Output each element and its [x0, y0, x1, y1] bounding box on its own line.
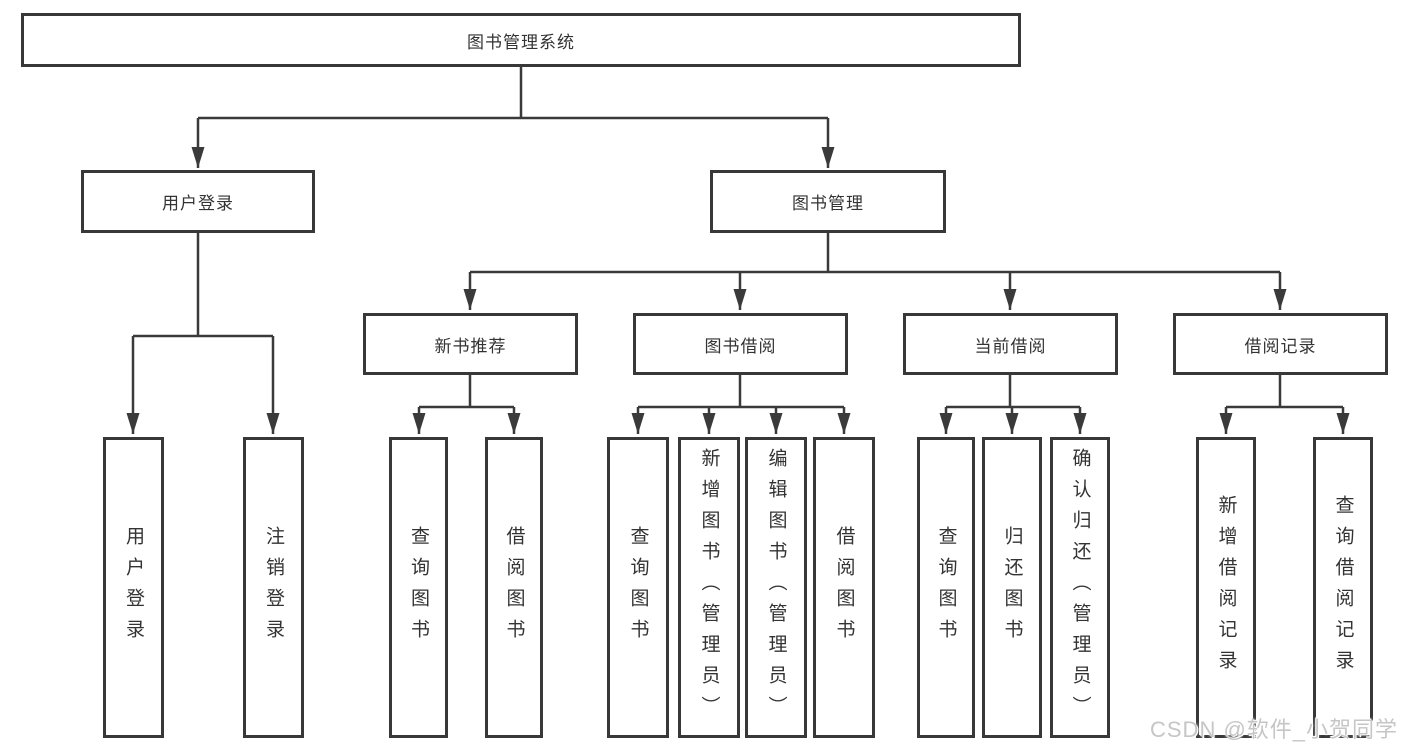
node-new-book-recommend: 新书推荐	[363, 313, 578, 375]
leaf-user-login-label: 用户登录	[123, 525, 144, 650]
node-root-label: 图书管理系统	[467, 32, 575, 52]
leaf-edit-books-admin-label: 编辑图书（管理员）	[765, 448, 787, 727]
leaf-confirm-return-admin-label: 确认归还（管理员）	[1069, 448, 1091, 727]
node-user-login-label: 用户登录	[162, 194, 234, 213]
leaf-return-books: 归还图书	[982, 437, 1042, 738]
node-borrow-records-label: 借阅记录	[1244, 336, 1317, 356]
node-book-borrow-label: 图书借阅	[704, 336, 777, 356]
leaf-user-login: 用户登录	[103, 437, 164, 738]
node-book-management: 图书管理	[710, 170, 946, 233]
leaf-query-borrow-record-label: 查询借阅记录	[1332, 494, 1354, 681]
node-current-borrow: 当前借阅	[903, 313, 1118, 375]
leaf-query-books-current-label: 查询图书	[935, 525, 957, 650]
leaf-query-borrow-record: 查询借阅记录	[1313, 437, 1373, 738]
csdn-watermark: CSDN @软件_小贺同学	[1150, 717, 1399, 742]
leaf-borrow-books-recommend-label: 借阅图书	[503, 525, 525, 650]
leaf-query-books-recommend-label: 查询图书	[408, 525, 429, 650]
leaf-confirm-return-admin: 确认归还（管理员）	[1050, 437, 1110, 738]
leaf-add-borrow-record-label: 新增借阅记录	[1215, 494, 1237, 681]
leaf-return-books-label: 归还图书	[1001, 525, 1023, 650]
leaf-borrow-books: 借阅图书	[813, 437, 875, 738]
leaf-query-books-current: 查询图书	[917, 437, 975, 738]
leaf-query-books-borrow-label: 查询图书	[627, 525, 649, 650]
leaf-add-books-admin: 新增图书（管理员）	[678, 437, 740, 738]
leaf-logout: 注销登录	[243, 437, 304, 738]
leaf-query-books-recommend: 查询图书	[389, 437, 448, 738]
node-current-borrow-label: 当前借阅	[974, 336, 1047, 356]
leaf-edit-books-admin: 编辑图书（管理员）	[745, 437, 807, 738]
leaf-add-books-admin-label: 新增图书（管理员）	[698, 448, 720, 727]
node-root: 图书管理系统	[21, 13, 1021, 67]
leaf-logout-label: 注销登录	[263, 525, 284, 650]
node-book-borrow: 图书借阅	[633, 313, 848, 375]
node-user-login: 用户登录	[81, 170, 315, 233]
node-borrow-records: 借阅记录	[1173, 313, 1388, 375]
leaf-query-books-borrow: 查询图书	[607, 437, 669, 738]
node-new-book-recommend-label: 新书推荐	[434, 336, 507, 356]
leaf-add-borrow-record: 新增借阅记录	[1196, 437, 1256, 738]
leaf-borrow-books-recommend: 借阅图书	[485, 437, 543, 738]
leaf-borrow-books-label: 借阅图书	[833, 525, 855, 650]
node-book-management-label: 图书管理	[792, 194, 864, 213]
